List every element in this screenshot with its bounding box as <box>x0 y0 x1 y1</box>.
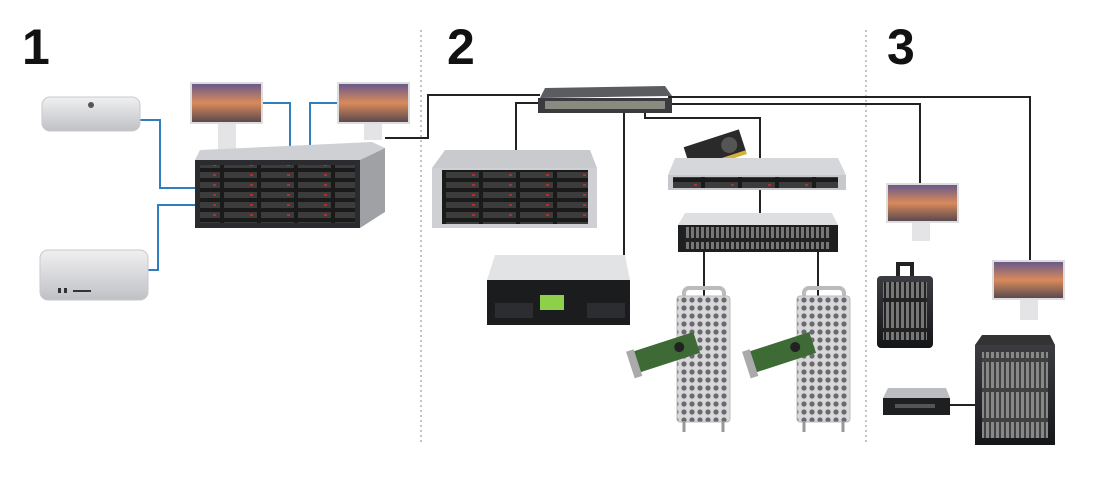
thunderbolt-cable <box>148 204 197 271</box>
ethernet-cable <box>515 102 540 150</box>
fibre-card <box>626 331 701 379</box>
mac-studio <box>39 249 149 301</box>
storage-server-4u <box>432 150 597 228</box>
thunderbolt-cable <box>309 102 337 152</box>
lcd-screen <box>540 295 564 310</box>
thunderbolt-raid <box>877 262 933 348</box>
display <box>886 183 959 241</box>
tape-drive <box>883 388 950 415</box>
section-1-label: 1 <box>22 19 50 75</box>
server-1u <box>668 158 846 190</box>
thunderbolt-cable <box>262 102 291 152</box>
mac-pro <box>796 286 851 432</box>
section-3-label: 3 <box>887 19 915 75</box>
display <box>992 260 1065 320</box>
fibre-card <box>742 331 817 379</box>
jbod-2u <box>678 213 838 252</box>
tape-library <box>487 255 630 325</box>
ethernet-cable <box>385 94 540 139</box>
cables <box>138 94 1031 406</box>
display <box>337 82 410 140</box>
apple-logo-icon <box>88 102 94 108</box>
ethernet-cable <box>668 103 921 184</box>
network-switch <box>538 86 672 113</box>
storage-array <box>195 142 385 228</box>
mac-mini <box>41 96 141 132</box>
display <box>190 82 263 150</box>
tower-raid <box>975 335 1055 445</box>
mac-pro <box>676 286 731 432</box>
ethernet-cable <box>644 112 761 160</box>
ethernet-cable <box>615 112 625 259</box>
section-2-label: 2 <box>447 19 475 75</box>
ethernet-cable <box>668 96 1031 262</box>
thunderbolt-cable <box>138 119 197 189</box>
